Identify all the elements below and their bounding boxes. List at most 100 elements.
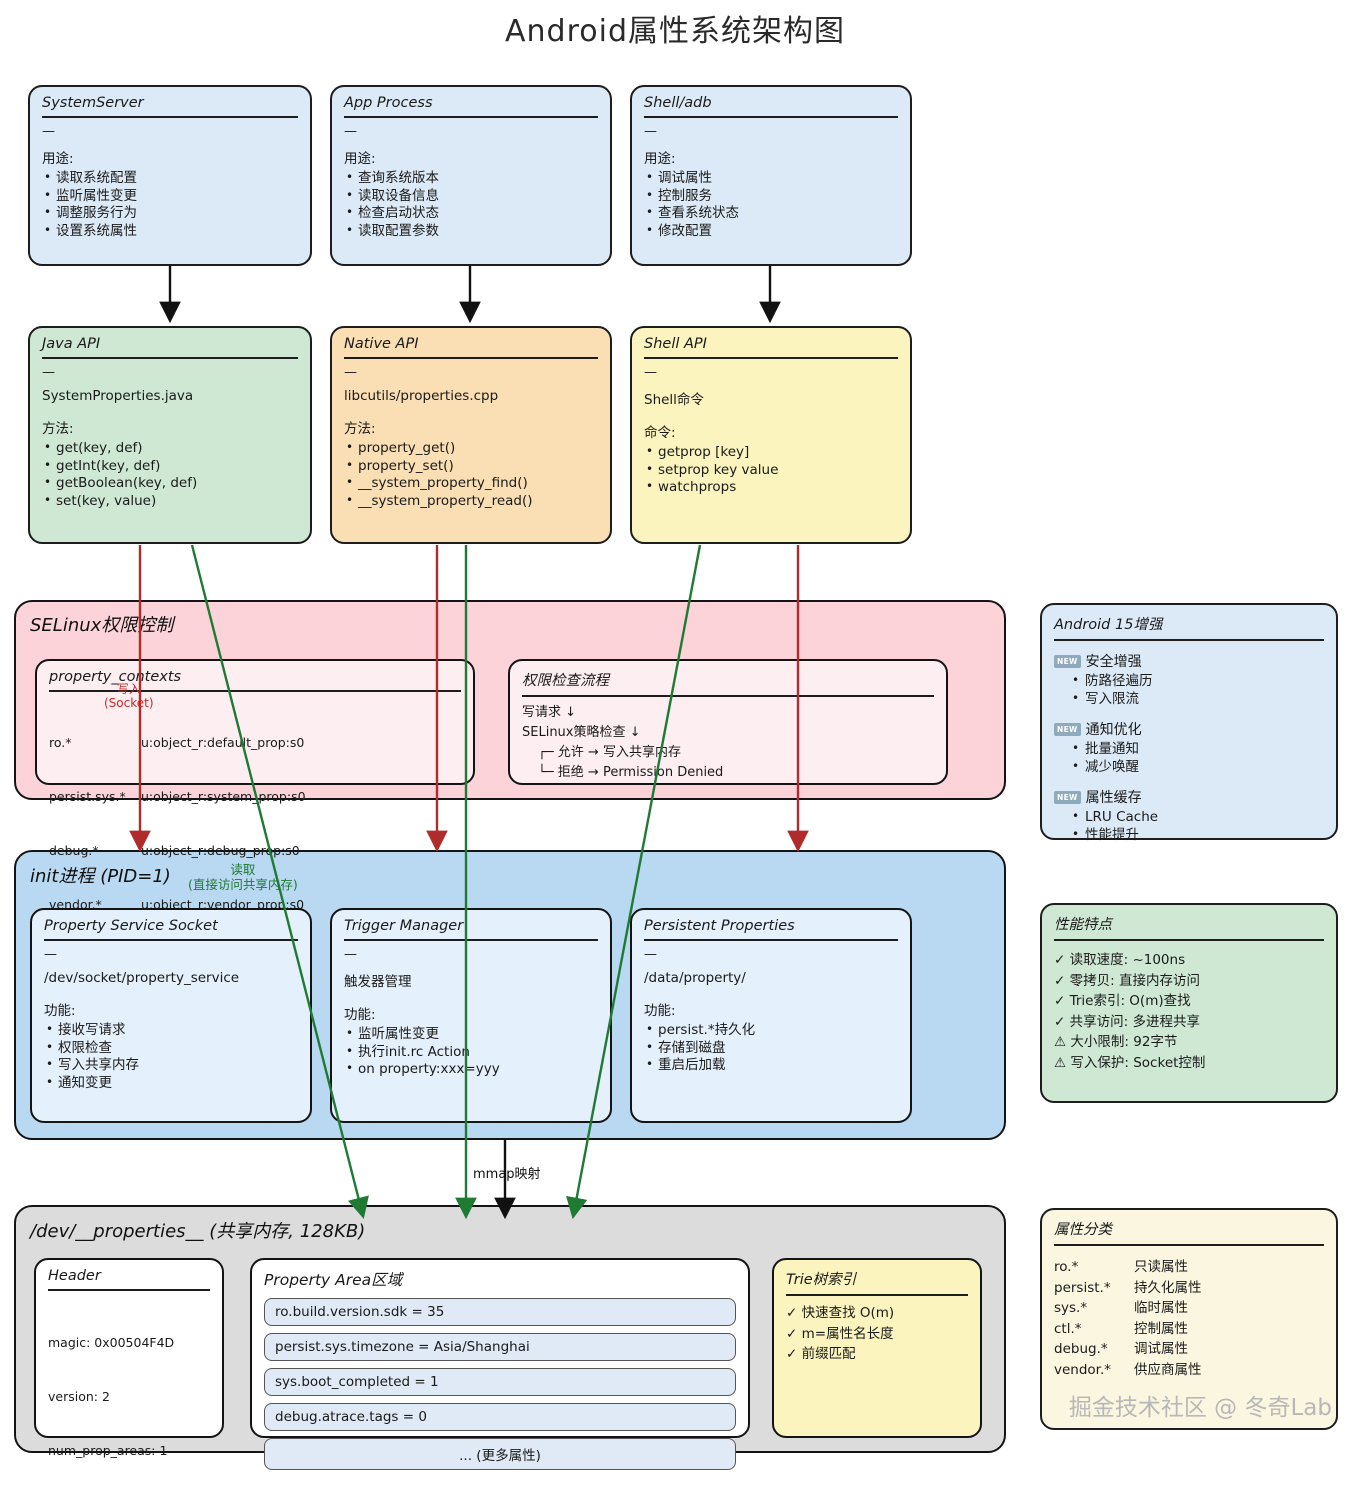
list-item: 调试属性 (644, 169, 898, 188)
property-row[interactable]: sys.boot_completed = 1 (264, 1368, 736, 1396)
permission-flow-box[interactable]: 权限检查流程 写请求 ↓ SELinux策略检查 ↓ ┌─ 允许 → 写入共享内… (508, 659, 948, 785)
perf-row: ✓ 共享访问: 多进程共享 (1054, 1013, 1200, 1030)
card-title: 权限检查流程 (522, 673, 609, 689)
list-item: 控制服务 (644, 187, 898, 206)
card-group-label: 方法: (344, 421, 376, 437)
trie-feature: ✓ 前缀匹配 (786, 1346, 856, 1362)
perf-row: ⚠ 写入保护: Socket控制 (1054, 1054, 1206, 1071)
card-subtitle: /dev/socket/property_service (44, 970, 240, 986)
property-row-more[interactable]: ... (更多属性) (264, 1438, 736, 1470)
client-card-shell-adb[interactable]: Shell/adb — 用途: 调试属性 控制服务 查看系统状态 修改配置 (630, 85, 912, 266)
list-item: 减少唤醒 (1072, 758, 1324, 777)
divider (644, 116, 898, 118)
category-key: sys.* (1054, 1300, 1088, 1316)
card-title: Header (48, 1268, 101, 1284)
divider (344, 116, 598, 118)
table-row: debug.* 调试属性 (1054, 1339, 1324, 1360)
context-key: persist.sys.* (49, 789, 126, 804)
divider (644, 357, 898, 359)
init-box-trigger-manager[interactable]: Trigger Manager — 触发器管理 功能: 监听属性变更 执行ini… (330, 908, 612, 1123)
card-title: property_contexts (49, 669, 182, 685)
shm-trie-index-box[interactable]: Trie树索引 ✓ 快速查找 O(m) ✓ m=属性名长度 ✓ 前缀匹配 (772, 1258, 982, 1438)
card-dash: — (42, 124, 55, 139)
category-key: persist.* (1054, 1279, 1111, 1296)
list-item: 检查启动状态 (344, 204, 598, 223)
init-box-persistent-properties[interactable]: Persistent Properties — /data/property/ … (630, 908, 912, 1123)
init-box-property-service-socket[interactable]: Property Service Socket — /dev/socket/pr… (30, 908, 312, 1123)
feature-group-title: 属性缓存 (1085, 790, 1142, 806)
list-item: 设置系统属性 (42, 222, 298, 241)
edge-label-line: (Socket) (104, 696, 154, 710)
card-title: App Process (344, 95, 433, 111)
card-subtitle: Shell命令 (644, 392, 704, 408)
table-row: persist.* 持久化属性 (1054, 1278, 1324, 1299)
list-item: 性能提升 (1072, 826, 1324, 845)
edge-label-line: 读取 (230, 862, 256, 877)
card-item-list: getprop [key] setprop key value watchpro… (644, 443, 898, 497)
selinux-layer-title: SELinux权限控制 (30, 615, 174, 636)
list-item: LRU Cache (1072, 808, 1324, 827)
property-contexts-box[interactable]: property_contexts ro.* u:object_r:defaul… (35, 659, 475, 912)
list-item: 调整服务行为 (42, 204, 298, 223)
divider (644, 939, 898, 941)
list-item: 防路径遍历 (1072, 672, 1324, 691)
perf-row: ✓ Trie索引: O(m)查找 (1054, 993, 1191, 1009)
list-item: 批量通知 (1072, 740, 1324, 759)
shm-property-area-box[interactable]: Property Area区域 ro.build.version.sdk = 3… (250, 1258, 750, 1470)
table-row: ctl.* 控制属性 (1054, 1319, 1324, 1340)
list-item: getInt(key, def) (42, 457, 298, 476)
table-row: ro.* u:object_r:default_prop:s0 (49, 734, 461, 752)
edge-label-line: mmap映射 (473, 1167, 541, 1182)
card-item-list: 查询系统版本 读取设备信息 检查启动状态 读取配置参数 (344, 169, 598, 240)
edge-label-read-shared-memory: 读取 (直接访问共享内存) (188, 862, 298, 892)
card-group-label: 功能: (644, 1003, 676, 1019)
list-item: 修改配置 (644, 222, 898, 241)
table-row: num_prop_areas: 1 (48, 1443, 168, 1458)
client-card-app-process[interactable]: App Process — 用途: 查询系统版本 读取设备信息 检查启动状态 读… (330, 85, 612, 266)
card-subtitle: libcutils/properties.cpp (344, 388, 499, 404)
performance-panel[interactable]: 性能特点 ✓ 读取速度: ~100ns ✓ 零拷贝: 直接内存访问 ✓ Trie… (1040, 903, 1338, 1103)
client-card-systemserver[interactable]: SystemServer — 用途: 读取系统配置 监听属性变更 调整服务行为 … (28, 85, 312, 266)
card-item-list: 调试属性 控制服务 查看系统状态 修改配置 (644, 169, 898, 241)
divider (42, 116, 298, 118)
property-row[interactable]: persist.sys.timezone = Asia/Shanghai (264, 1333, 736, 1361)
card-group-label: 用途: (344, 151, 376, 167)
flow-branch-deny: └─ 拒绝 → Permission Denied (538, 765, 724, 780)
api-card-java[interactable]: Java API — SystemProperties.java 方法: get… (28, 326, 312, 544)
list-item: property_get() (344, 439, 598, 458)
table-row: ro.* 只读属性 (1054, 1257, 1324, 1278)
category-value: 持久化属性 (1134, 1279, 1202, 1296)
card-item-list: 读取系统配置 监听属性变更 调整服务行为 设置系统属性 (42, 169, 298, 241)
list-item: 写入限流 (1072, 690, 1324, 709)
shm-header-box[interactable]: Header magic: 0x00504F4D version: 2 num_… (34, 1258, 224, 1458)
shared-memory-layer-title: /dev/__properties__ (共享内存, 128KB) (30, 1221, 366, 1242)
init-layer-title: init进程 (PID=1) (30, 866, 171, 887)
api-card-native[interactable]: Native API — libcutils/properties.cpp 方法… (330, 326, 612, 544)
card-item-list: 接收写请求 权限检查 写入共享内存 通知变更 (44, 1021, 298, 1092)
context-value: u:object_r:system_prop:s0 (141, 789, 306, 804)
context-key: ro.* (49, 735, 72, 750)
property-row[interactable]: ro.build.version.sdk = 35 (264, 1298, 736, 1326)
property-categories-panel[interactable]: 属性分类 ro.* 只读属性 persist.* 持久化属性 sys.* 临时属… (1040, 1208, 1338, 1430)
card-item-list: get(key, def) getInt(key, def) getBoolea… (42, 439, 298, 510)
table-row: magic: 0x00504F4D (48, 1335, 175, 1350)
list-item: 接收写请求 (44, 1021, 298, 1040)
list-item: 执行init.rc Action (344, 1043, 598, 1062)
card-group-label: 用途: (644, 151, 676, 167)
list-item: 写入共享内存 (44, 1056, 298, 1075)
card-dash: — (644, 124, 657, 139)
property-row[interactable]: debug.atrace.tags = 0 (264, 1403, 736, 1431)
divider (786, 1294, 968, 1296)
list-item: setprop key value (644, 461, 898, 480)
card-dash: — (644, 365, 657, 380)
card-group-label: 用途: (42, 151, 74, 167)
shm-header-rows: magic: 0x00504F4D version: 2 num_prop_ar… (48, 1298, 210, 1496)
category-value: 只读属性 (1134, 1259, 1188, 1275)
feature-list: 批量通知 减少唤醒 (1054, 740, 1324, 777)
api-card-shell[interactable]: Shell API — Shell命令 命令: getprop [key] se… (630, 326, 912, 544)
